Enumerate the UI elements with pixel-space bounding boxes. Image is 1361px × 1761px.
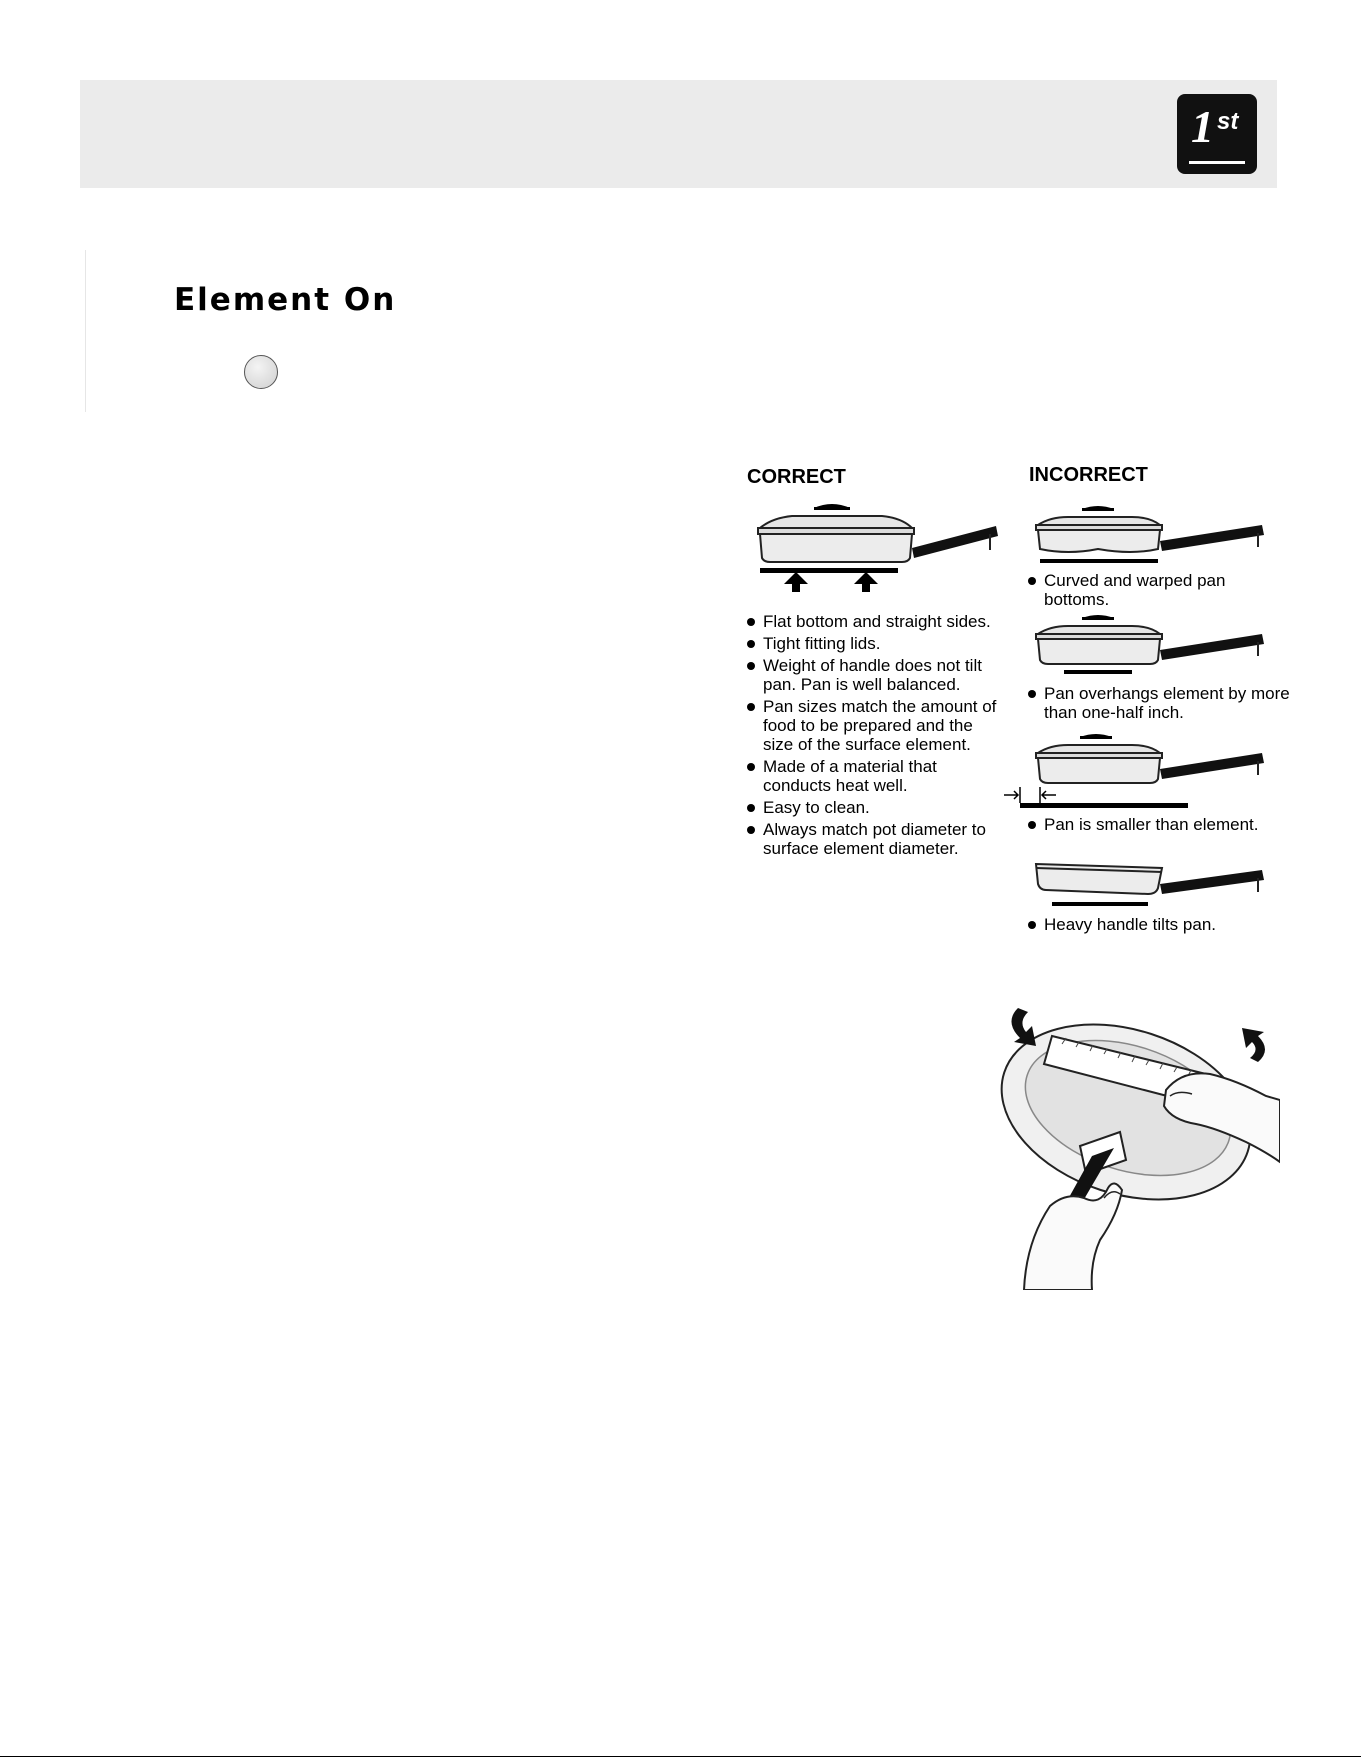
list-item: Tight fitting lids. bbox=[746, 634, 1006, 653]
element-on-indicator-icon bbox=[244, 355, 278, 389]
badge-underline bbox=[1189, 161, 1245, 164]
list-item: Made of a material that conducts heat we… bbox=[746, 757, 1006, 795]
incorrect-heading: INCORRECT bbox=[1029, 464, 1148, 486]
tilted-pan-icon bbox=[1034, 862, 1264, 906]
pan-flatness-test-icon bbox=[1000, 1008, 1280, 1290]
badge-number: 1 bbox=[1191, 101, 1214, 152]
first-badge-icon: 1 st bbox=[1177, 94, 1257, 174]
overhang-pan-icon bbox=[1034, 615, 1264, 674]
list-item: Always match pot diameter to surface ele… bbox=[746, 820, 1006, 858]
incorrect-caption: Pan overhangs element by more than one-h… bbox=[1027, 684, 1294, 722]
incorrect-caption: Heavy handle tilts pan. bbox=[1027, 915, 1284, 934]
badge-suffix: st bbox=[1217, 108, 1239, 135]
header-band bbox=[80, 80, 1277, 188]
incorrect-caption: Pan is smaller than element. bbox=[1027, 815, 1284, 834]
list-item: Flat bottom and straight sides. bbox=[746, 612, 1006, 631]
warped-pan-icon bbox=[1034, 506, 1264, 563]
correct-points-list: Flat bottom and straight sides. Tight fi… bbox=[746, 612, 1006, 861]
small-pan-icon bbox=[1004, 734, 1264, 808]
correct-heading: CORRECT bbox=[747, 466, 846, 488]
bottom-rule bbox=[0, 1756, 1361, 1757]
correct-pan-icon bbox=[757, 504, 998, 592]
list-item: Weight of handle does not tilt pan. Pan … bbox=[746, 656, 1006, 694]
page-title: Element On bbox=[174, 282, 397, 318]
list-item: Easy to clean. bbox=[746, 798, 1006, 817]
side-divider bbox=[85, 250, 86, 412]
incorrect-caption: Curved and warped pan bottoms. bbox=[1027, 571, 1284, 609]
list-item: Pan sizes match the amount of food to be… bbox=[746, 697, 1006, 754]
